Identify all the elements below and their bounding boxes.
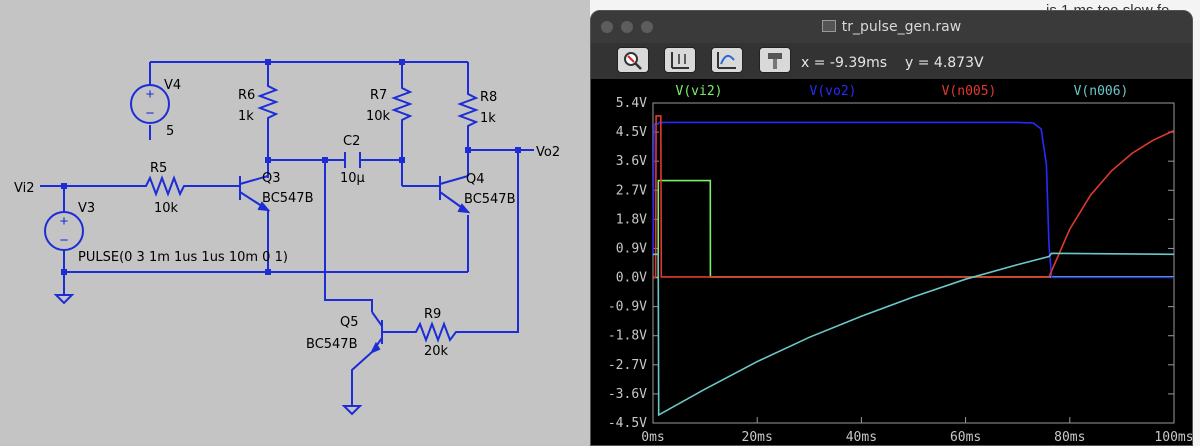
svg-text:−: − xyxy=(60,232,69,249)
window-title: tr_pulse_gen.raw xyxy=(591,19,1192,35)
svg-text:−: − xyxy=(146,105,155,122)
schematic-canvas[interactable]: + − V4 5 R6 1k R7 10k R8 1k C2 10μ R5 10… xyxy=(0,0,590,446)
legend-entry-vvo2[interactable]: V(vo2) xyxy=(810,84,857,99)
x-tick-label: 0ms xyxy=(641,430,664,445)
r9-value-label: 20k xyxy=(424,344,449,359)
cursor-y-readout: y = 4.873V xyxy=(905,55,984,71)
junction-dots xyxy=(61,59,521,275)
y-tick-label: 0.0V xyxy=(616,271,647,286)
y-tick-label: 3.6V xyxy=(616,154,647,169)
schematic-editor[interactable]: + − V4 5 R6 1k R7 10k R8 1k C2 10μ R5 10… xyxy=(0,0,590,446)
add-trace-button[interactable] xyxy=(711,47,743,73)
window-title-text: tr_pulse_gen.raw xyxy=(841,19,962,35)
r5-name-label: R5 xyxy=(150,161,167,176)
series-line-vn006[interactable] xyxy=(653,252,1175,417)
waveform-viewer-window[interactable]: tr_pulse_gen.raw xyxy=(590,10,1193,446)
r8-name-label: R8 xyxy=(480,90,497,105)
r6-resistor[interactable] xyxy=(257,80,279,122)
r5-resistor[interactable] xyxy=(140,175,188,197)
y-tick-label: 4.5V xyxy=(616,125,647,140)
svg-text:+: + xyxy=(146,86,155,103)
x-tick-label: 60ms xyxy=(950,430,981,445)
y-tick-label: 1.8V xyxy=(616,212,647,227)
legend-entry-vvi2[interactable]: V(vi2) xyxy=(676,84,723,99)
legend-entry-vn006[interactable]: V(n006) xyxy=(1074,84,1129,99)
r7-resistor[interactable] xyxy=(391,84,413,122)
y-tick-label: -1.8V xyxy=(608,329,647,344)
y-tick-label: -3.6V xyxy=(608,387,647,402)
y-tick-label: -2.7V xyxy=(608,358,647,373)
close-window-button[interactable] xyxy=(601,21,613,33)
q5-transistor[interactable] xyxy=(369,311,383,354)
c2-name-label: C2 xyxy=(343,134,360,149)
net-label-vo2: Vo2 xyxy=(536,145,560,160)
ground-symbol-q5 xyxy=(341,405,363,416)
net-label-vi2: Vi2 xyxy=(14,181,35,196)
y-tick-label: 2.7V xyxy=(616,183,647,198)
q4-transistor[interactable] xyxy=(439,175,471,214)
q4-model-label: BC547B xyxy=(464,192,516,207)
x-tick-label: 80ms xyxy=(1054,430,1085,445)
r8-value-label: 1k xyxy=(480,111,496,126)
r7-name-label: R7 xyxy=(370,88,387,103)
y-tick-label: 5.4V xyxy=(616,96,647,111)
r5-value-label: 10k xyxy=(154,201,179,216)
r9-name-label: R9 xyxy=(424,307,441,322)
schematic-wires xyxy=(40,61,534,406)
zoom-window-button[interactable] xyxy=(641,21,653,33)
r6-name-label: R6 xyxy=(238,88,255,103)
ground-symbol-v3 xyxy=(53,294,75,305)
title-bar[interactable]: tr_pulse_gen.raw xyxy=(591,11,1192,43)
x-tick-label: 20ms xyxy=(742,430,773,445)
plot-toolbar: x = -9.39ms y = 4.873V xyxy=(591,43,1192,79)
r6-value-label: 1k xyxy=(238,109,254,124)
c2-capacitor[interactable] xyxy=(344,152,361,168)
q3-name-label: Q3 xyxy=(262,171,281,186)
waveform-plot[interactable]: 5.4V 4.5V 3.6V 2.7V 1.8V 0.9V 0.0V -0.9V -1.8V -2… xyxy=(591,79,1193,446)
r7-value-label: 10k xyxy=(366,109,391,124)
autorange-button[interactable] xyxy=(664,47,696,73)
y-tick-label: -0.9V xyxy=(608,300,647,315)
v4-name-label: V4 xyxy=(164,78,181,93)
v3-source[interactable]: + − xyxy=(44,211,84,251)
cursor-x-readout: x = -9.39ms xyxy=(801,55,888,71)
q5-model-label: BC547B xyxy=(306,337,358,352)
plot-frame xyxy=(652,102,1175,424)
q4-name-label: Q4 xyxy=(466,172,485,187)
y-tick-label: -4.5V xyxy=(608,416,647,431)
r8-resistor[interactable] xyxy=(457,88,479,130)
hammer-icon xyxy=(768,53,782,69)
zoom-tool-button[interactable] xyxy=(617,47,649,73)
q5-name-label: Q5 xyxy=(340,315,359,330)
trace-icon xyxy=(717,52,736,69)
q3-transistor[interactable] xyxy=(239,175,271,212)
y-tick-label: 0.9V xyxy=(616,241,647,256)
waveform-plot-area[interactable]: 5.4V 4.5V 3.6V 2.7V 1.8V 0.9V 0.0V -0.9V -1.8V -2… xyxy=(591,79,1193,446)
v4-value-label: 5 xyxy=(166,124,174,139)
q3-model-label: BC547B xyxy=(262,191,314,206)
series-initial-segment xyxy=(652,124,655,255)
autorange-axes-icon xyxy=(671,52,689,69)
document-icon xyxy=(821,20,836,32)
series-line-vvi2[interactable] xyxy=(653,179,1174,279)
r9-resistor[interactable] xyxy=(412,321,460,343)
c2-value-label: 10μ xyxy=(340,171,365,186)
legend-entry-vn005[interactable]: V(n005) xyxy=(942,84,997,99)
v3-name-label: V3 xyxy=(78,201,95,216)
svg-text:+: + xyxy=(60,213,69,230)
v4-source[interactable]: + − xyxy=(130,84,170,124)
v3-value-label: PULSE(0 3 1m 1us 1us 10m 0 1) xyxy=(78,250,288,265)
x-tick-label: 40ms xyxy=(846,430,877,445)
magnifier-icon xyxy=(624,52,642,70)
series-line-vvo2[interactable] xyxy=(653,121,1174,279)
properties-button[interactable] xyxy=(759,47,791,73)
x-tick-label: 100ms xyxy=(1154,430,1193,445)
minimize-window-button[interactable] xyxy=(621,21,633,33)
